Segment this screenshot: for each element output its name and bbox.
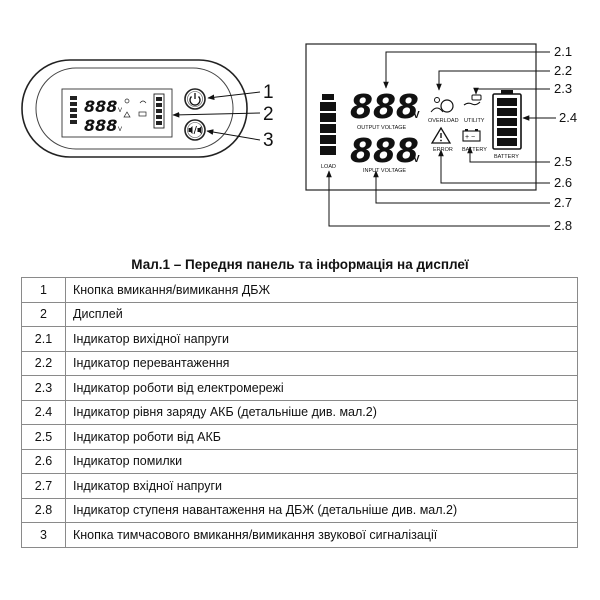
row-number: 2.6 [21,448,66,474]
battery-label: BATTERY [494,154,519,160]
mini-status-icons [123,98,147,118]
callout-2-1: 2.1 [554,44,572,59]
battery-mode-icon: + − [462,129,481,142]
error-warning-icon [430,126,452,144]
mini-input-unit: V [118,127,122,133]
row-description: Індикатор помилки [65,448,578,474]
ups-front-panel: 888 V 888 V [21,59,274,158]
row-description: Дисплей [65,301,578,327]
row-description: Кнопка тимчасового вмикання/вимикання зв… [65,522,578,548]
row-description: Кнопка вмикання/вимикання ДБЖ [65,277,578,303]
row-description: Індикатор роботи від АКБ [65,424,578,450]
mini-battery-icon [153,93,165,129]
row-description: Індикатор перевантаження [65,350,578,376]
error-label: ERROR [433,147,453,153]
input-voltage-digits: 888 [350,131,419,170]
row-number: 2.3 [21,375,66,401]
battery-level-icon [492,90,522,150]
row-number: 2.8 [21,497,66,523]
callout-2-2: 2.2 [554,63,572,78]
mute-speaker-icon [188,125,202,135]
row-number: 2.7 [21,473,66,499]
callout-3: 3 [263,130,274,151]
row-description: Індикатор ступеня навантаження на ДБЖ (д… [65,497,578,523]
row-number: 2.4 [21,399,66,425]
overload-icon [430,97,454,113]
mute-button[interactable] [184,119,206,141]
callout-2-8: 2.8 [554,218,572,233]
overload-label: OVERLOAD [428,118,459,124]
utility-plug-icon [463,94,482,106]
output-voltage-caption: OUTPUT VOLTAGE [357,125,407,131]
row-description: Індикатор рівня заряду АКБ (детальніше д… [65,399,578,425]
callout-1: 1 [263,82,274,103]
callout-2-6: 2.6 [554,175,572,190]
input-voltage-unit: V [413,154,420,165]
load-label: LOAD [321,164,336,170]
row-number: 2.1 [21,326,66,352]
power-icon [189,96,201,106]
callout-2-5: 2.5 [554,154,572,169]
mini-output-digits: 888 [84,97,117,116]
row-number: 1 [21,277,66,303]
row-number: 3 [21,522,66,548]
utility-label: UTILITY [464,118,485,124]
power-button[interactable] [184,88,206,110]
front-panel-figure: 888 V 888 V [21,43,577,233]
row-description: Індикатор вихідної напруги [65,326,578,352]
row-number: 2.2 [21,350,66,376]
input-voltage-caption: INPUT VOLTAGE [363,168,406,174]
callout-2: 2 [263,104,274,125]
load-level-bars [320,94,336,155]
figure-caption: Мал.1 – Передня панель та інформація на … [131,257,469,272]
mini-input-digits: 888 [84,116,117,135]
output-voltage-digits: 888 [350,87,419,126]
output-voltage-unit: V [413,110,420,121]
mini-output-unit: V [118,108,122,114]
mini-lcd-display: 888 V 888 V [61,88,173,138]
mini-load-bars [70,96,77,124]
row-number: 2.5 [21,424,66,450]
svg-text:+ −: + − [465,134,475,141]
row-description: Індикатор вхідної напруги [65,473,578,499]
callout-2-7: 2.7 [554,195,572,210]
row-number: 2 [21,301,66,327]
battery-small-label: BATTERY [462,147,487,153]
lcd-detail: LOAD 888 V OUTPUT VOLTAGE 888 V INPUT VO… [305,43,577,233]
callout-2-3: 2.3 [554,81,572,96]
row-description: Індикатор роботи від електромережі [65,375,578,401]
callout-2-4: 2.4 [559,110,577,125]
